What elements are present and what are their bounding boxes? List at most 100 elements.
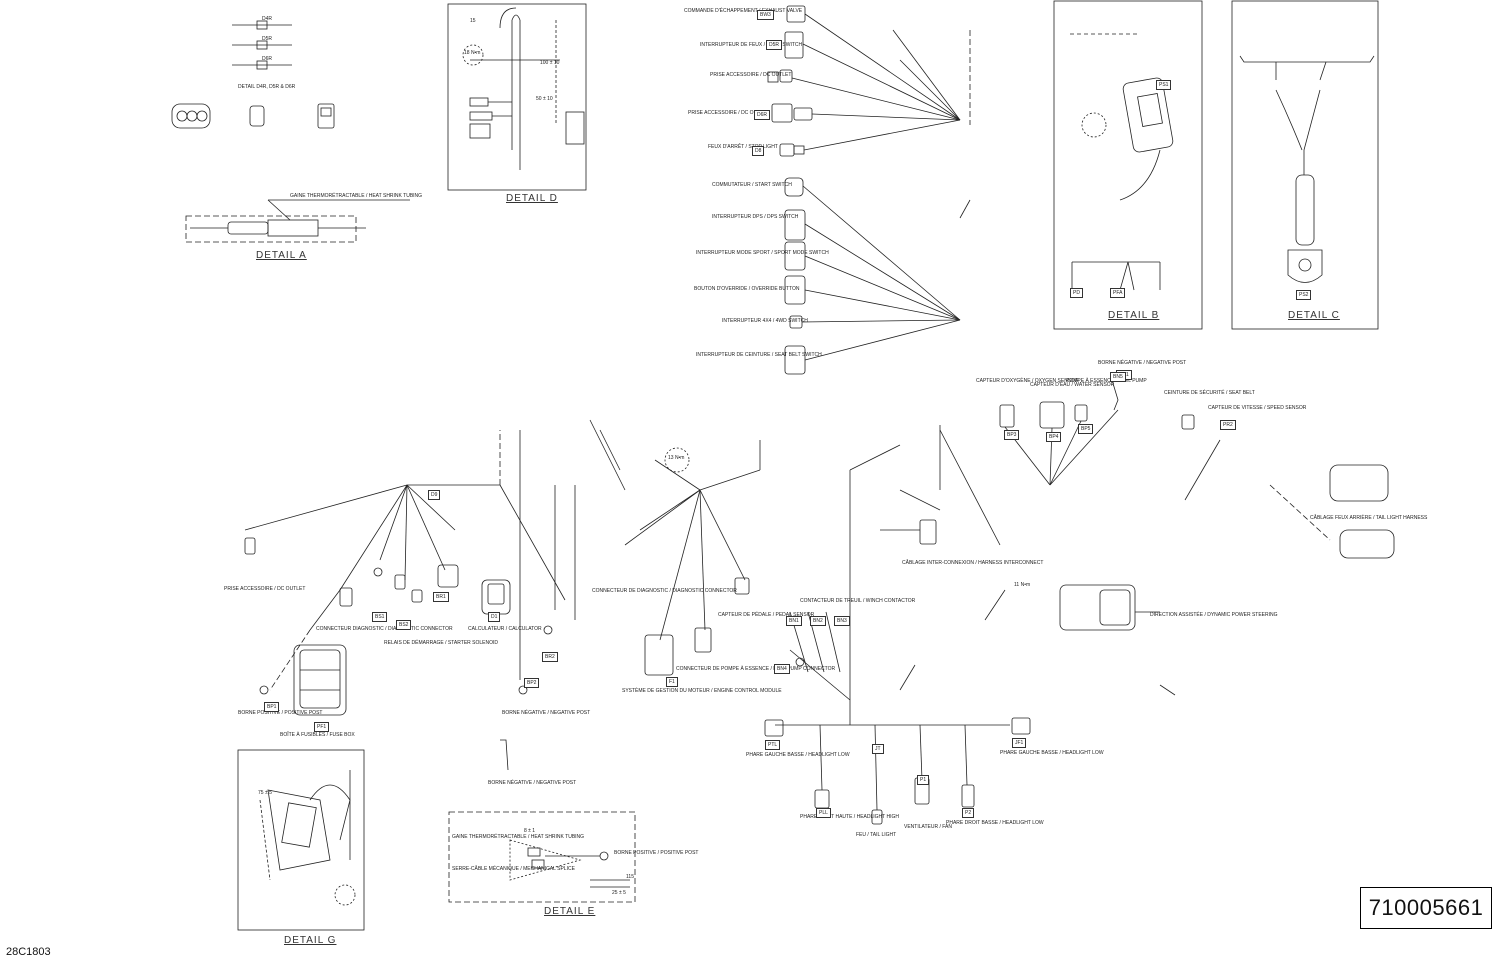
pin-label: D4R — [262, 16, 273, 22]
component-label: SERRE-CÂBLE MÉCANIQUE / MECHANICAL SPLIC… — [452, 866, 575, 872]
component-label: CÂBLAGE INTER-CONNEXION / HARNESS INTERC… — [902, 560, 1044, 566]
connector-tag: BN4 — [774, 664, 790, 674]
component-label: CAPTEUR D'OXYGÈNE / OXYGEN SENSOR — [976, 378, 1079, 384]
connector-tag: F1 — [666, 677, 678, 687]
connector-tag: BP2 — [524, 678, 540, 688]
connector-tag: BP1 — [264, 702, 280, 712]
detail-d-title: DETAIL D — [506, 193, 558, 204]
component-label: CALCULATEUR / CALCULATOR — [468, 626, 542, 632]
component-label: INTERRUPTEUR DE CEINTURE / SEAT BELT SWI… — [696, 352, 822, 358]
connector-tag: BN5 — [1110, 372, 1126, 382]
connector-tag: D1 — [488, 612, 501, 622]
component-label: FEUX D'ARRÊT / STOP LIGHT — [708, 144, 778, 150]
component-label: COMMANDE D'ÉCHAPPEMENT / EXHAUST VALVE — [684, 8, 803, 14]
detail-g-frame — [237, 749, 365, 931]
heat-shrink-note: GAINE THERMORÉTRACTABLE / HEAT SHRINK TU… — [290, 193, 423, 199]
connector-tag: BN1 — [786, 616, 802, 626]
component-label: PRISE ACCESSOIRE / DC OUTLET — [710, 72, 792, 78]
component-label: GAINE THERMORÉTRACTABLE / HEAT SHRINK TU… — [452, 834, 585, 840]
dimension: 8 ± 1 — [524, 828, 536, 834]
connector-tag: D6R — [754, 110, 771, 120]
component-label: PHARE GAUCHE BASSE / HEADLIGHT LOW — [746, 752, 850, 758]
detail-g-title: DETAIL G — [284, 935, 337, 946]
connector-tag: BS2 — [396, 620, 412, 630]
component-label: INTERRUPTEUR DE FEUX / LIGHT SWITCH — [700, 42, 803, 48]
component-label: FEU / TAIL LIGHT — [856, 832, 897, 838]
detail-e-frame — [448, 811, 636, 903]
connector-tag: D5R — [766, 40, 783, 50]
component-label: CAPTEUR D'EAU / WATER SENSOR — [1030, 382, 1115, 388]
torque-value: 11 N•m — [1014, 582, 1031, 588]
component-label: INTERRUPTEUR DPS / DPS SWITCH — [712, 214, 799, 220]
detail-d-frame — [447, 3, 587, 191]
component-label: PHARE DROIT BASSE / HEADLIGHT LOW — [946, 820, 1044, 826]
connector-tag: PD — [1070, 288, 1083, 298]
part-number-box: 710005661 — [1360, 887, 1492, 929]
connector-tag: JF1 — [1012, 738, 1027, 748]
component-label: COMMUTATEUR / START SWITCH — [712, 182, 792, 188]
component-label: BOUTON D'OVERRIDE / OVERRIDE BUTTON — [694, 286, 800, 292]
connector-tag: JT — [872, 744, 884, 754]
pin-label: D6R — [262, 56, 273, 62]
detail-c-frame — [1231, 0, 1379, 330]
connector-icons-row — [171, 103, 335, 129]
connector-tag: BW3 — [757, 10, 774, 20]
detail-c-title: DETAIL C — [1288, 310, 1340, 321]
component-label: SYSTÈME DE GESTION DU MOTEUR / ENGINE CO… — [622, 688, 782, 694]
connector-tag: P1 — [917, 775, 930, 785]
connector-tag: BP3 — [1004, 430, 1020, 440]
connector-tag: BP4 — [1046, 432, 1062, 442]
component-label: POMPE À ESSENCE / FUEL PUMP — [1066, 378, 1147, 384]
component-label: CONNECTEUR DE DIAGNOSTIC / DIAGNOSTIC CO… — [592, 588, 737, 594]
drawing-code: 28C1803 — [6, 946, 51, 958]
component-label: CAPTEUR DE PÉDALE / PEDAL SENSOR — [718, 612, 815, 618]
dimension: 25 ± 5 — [612, 890, 626, 896]
component-label: DIRECTION ASSISTÉE / DYNAMIC POWER STEER… — [1150, 612, 1278, 618]
component-label: PHARE DROIT HAUTE / HEADLIGHT HIGH — [800, 814, 899, 820]
dimension: 100 ± 10 — [540, 60, 560, 66]
component-label: BORNE NÉGATIVE / NEGATIVE POST — [1098, 360, 1187, 366]
connector-tag: BN2 — [810, 616, 826, 626]
connector-tag: PTL — [765, 740, 781, 750]
pin-label: D5R — [262, 36, 273, 42]
connector-tag: P2 — [962, 808, 975, 818]
component-label: CEINTURE DE SÉCURITÉ / SEAT BELT — [1164, 390, 1255, 396]
detail-b-title: DETAIL B — [1108, 310, 1160, 321]
torque-value: 18 N•m — [464, 50, 481, 56]
component-label: PRISE ACCESSOIRE / DC OUTLET — [688, 110, 770, 116]
component-label: CONNECTEUR DIAGNOSTIC / DIAGNOSTIC CONNE… — [316, 626, 453, 632]
detail-a-title: DETAIL A — [256, 250, 307, 261]
connector-tag: PF1 — [314, 722, 330, 732]
dimension: 15 — [470, 18, 476, 24]
main-harness-left — [244, 419, 761, 771]
connector-tag: PS2 — [1296, 290, 1312, 300]
component-label: BORNE POSITIVE / POSITIVE POST — [614, 850, 699, 856]
connector-tag: BR1 — [433, 592, 449, 602]
connector-tag: PFA — [1110, 288, 1126, 298]
component-label: PHARE GAUCHE BASSE / HEADLIGHT LOW — [1000, 750, 1104, 756]
connector-tag: PR2 — [1220, 420, 1236, 430]
component-label: RELAIS DE DÉMARRAGE / STARTER SOLENOID — [384, 640, 499, 646]
component-label: PRISE ACCESSOIRE / DC OUTLET — [224, 586, 306, 592]
main-harness-right — [764, 425, 1176, 825]
connector-tag: D9 — [428, 490, 441, 500]
detail-d-pin-schematic — [232, 20, 292, 70]
torque-value: 13 N•m — [668, 455, 685, 461]
component-label: CAPTEUR DE VITESSE / SPEED SENSOR — [1208, 405, 1307, 411]
component-label: BORNE NÉGATIVE / NEGATIVE POST — [488, 780, 577, 786]
detail-d-caption: DETAIL D4R, D5R & D6R — [238, 84, 296, 90]
connector-tag: BN3 — [834, 616, 850, 626]
component-label: BORNE NÉGATIVE / NEGATIVE POST — [502, 710, 591, 716]
component-label: BORNE POSITIVE / POSITIVE POST — [238, 710, 323, 716]
dimension: 115 — [626, 874, 634, 880]
component-label: BOÎTE À FUSIBLES / FUSE BOX — [280, 732, 355, 738]
component-label: CÂBLAGE FEUX ARRIÈRE / TAIL LIGHT HARNES… — [1310, 515, 1428, 521]
component-label: VENTILATEUR / FAN — [904, 824, 952, 830]
connector-tag: D8 — [752, 146, 765, 156]
connector-tag: BR2 — [542, 652, 558, 662]
connector-tag: BS1 — [372, 612, 388, 622]
connector-tag: PLL — [816, 808, 831, 818]
detail-e-title: DETAIL E — [544, 906, 596, 917]
component-label: CONNECTEUR DE POMPE À ESSENCE / FUEL PUM… — [676, 666, 836, 672]
